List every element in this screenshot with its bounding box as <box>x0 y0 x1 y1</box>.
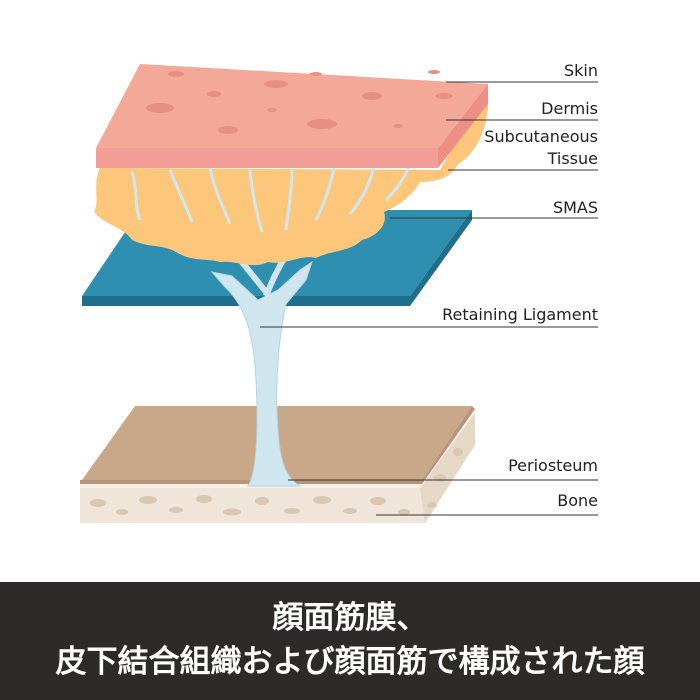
leader-lines <box>260 81 598 516</box>
skin-layer <box>96 64 488 168</box>
label-smas: SMAS <box>552 198 598 217</box>
caption-line-1: 顔面筋膜、 <box>272 600 428 636</box>
caption-line-2: 皮下結合組織および顔面筋で構成された顔 <box>55 644 645 680</box>
caption-banner: 顔面筋膜、 皮下結合組織および顔面筋で構成された顔 <box>0 582 700 700</box>
label-bone: Bone <box>557 491 598 510</box>
label-dermis: Dermis <box>541 99 598 118</box>
label-retaining-ligament: Retaining Ligament <box>442 305 598 324</box>
facial-layers-illustration <box>80 64 598 523</box>
label-skin: Skin <box>563 61 598 80</box>
label-subcutaneous-line2: Tissue <box>547 149 598 168</box>
subcutaneous-layer <box>94 84 488 266</box>
label-subcutaneous-line1: Subcutaneous <box>484 127 598 146</box>
label-periosteum: Periosteum <box>508 456 598 475</box>
